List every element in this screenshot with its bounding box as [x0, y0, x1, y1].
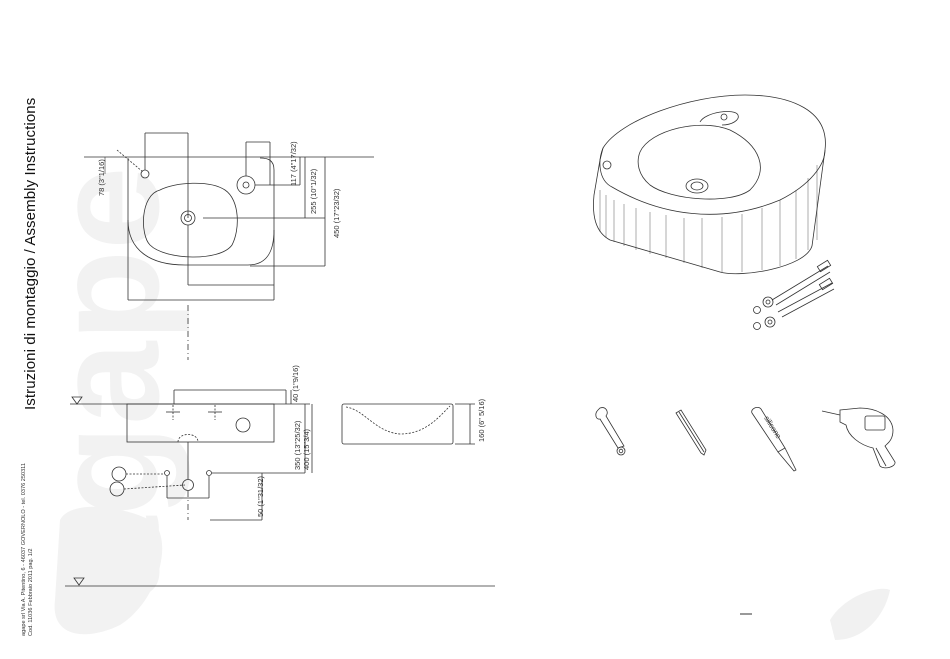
- silicone-tube-icon: silicone: [752, 407, 796, 471]
- pencil-icon: [676, 410, 706, 455]
- dim-350: 350 (13"25/32): [293, 420, 302, 470]
- silicone-label: silicone: [762, 414, 783, 440]
- dim-255: 255 (10"1/32): [309, 168, 318, 214]
- basin-3d-view: [593, 95, 825, 274]
- dim-117: 117 (4"17/32): [289, 141, 298, 186]
- side-view: [342, 404, 475, 444]
- dim-50: 50 (1"31/32): [256, 475, 265, 517]
- page-title: Istruzioni di montaggio / Assembly Instr…: [22, 98, 39, 410]
- company-info: agape srl Via A. Pitentino, 6 - 46037 GO…: [21, 463, 35, 636]
- document-code: Cod. 11036 Febbraio 2011 pag. 1/2: [28, 463, 35, 636]
- dim-160: 160 (6" 5/16): [477, 398, 486, 442]
- dim-400: 400 (15"3/4): [302, 428, 311, 470]
- dim-450: 450 (17"23/32): [332, 188, 341, 238]
- dim-40: 40 (1"9/16): [291, 365, 300, 402]
- watermark-leaf: [830, 589, 890, 640]
- drill-icon: [822, 408, 895, 468]
- wrench-icon: [596, 408, 625, 455]
- dim-78: 78 (3"1/16): [97, 159, 106, 196]
- company-address: agape srl Via A. Pitentino, 6 - 46037 GO…: [21, 463, 28, 636]
